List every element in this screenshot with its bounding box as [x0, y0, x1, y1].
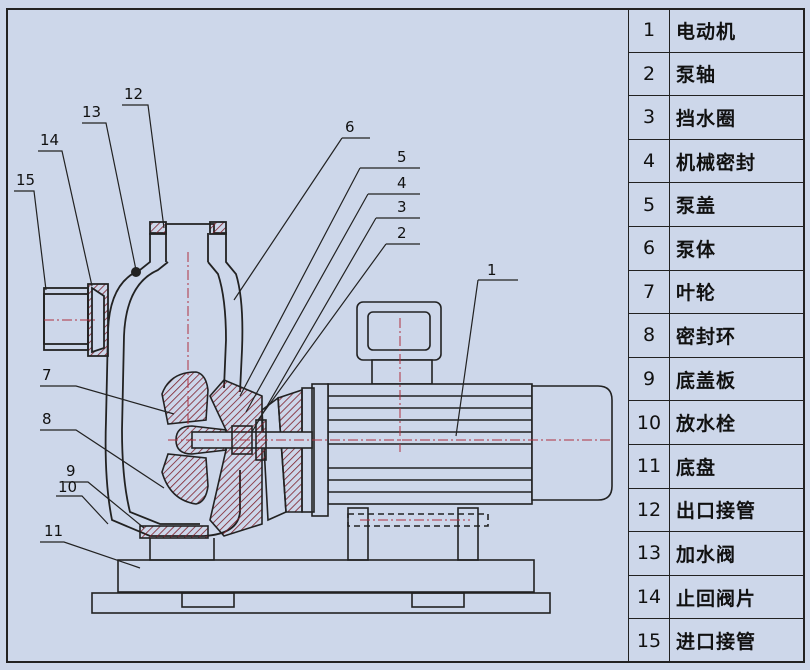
legend-part-name: 加水阀 [669, 531, 805, 576]
legend-number: 9 [628, 356, 670, 402]
legend-number: 5 [628, 182, 670, 227]
motor [301, 301, 613, 561]
base-plate [91, 559, 551, 614]
callout-9: 9 [66, 462, 76, 480]
legend-part-name: 密封环 [669, 313, 805, 358]
inlet-pipe [43, 283, 109, 357]
callout-1: 1 [487, 261, 497, 279]
legend-number: 15 [628, 618, 670, 663]
legend-number: 13 [628, 531, 670, 576]
legend-number: 7 [628, 269, 670, 315]
leader-lines [14, 104, 518, 569]
bottom-plate [139, 525, 215, 561]
callout-14: 14 [40, 131, 60, 149]
legend-number: 10 [628, 400, 670, 445]
pump-cover [209, 379, 263, 537]
centerlines [44, 252, 610, 521]
legend-part-name: 挡水圈 [669, 95, 805, 140]
legend-number: 11 [628, 443, 670, 489]
legend-number: 2 [628, 51, 670, 97]
legend-part-name: 进口接管 [669, 618, 805, 663]
legend-part-name: 泵盖 [669, 182, 805, 227]
legend-number: 1 [628, 8, 670, 53]
legend-part-name: 电动机 [669, 8, 805, 53]
legend-part-name: 底盖板 [669, 356, 805, 402]
legend-part-name: 止回阀片 [669, 574, 805, 620]
callout-5: 5 [397, 148, 407, 166]
legend-part-name: 出口接管 [669, 487, 805, 533]
legend-number: 4 [628, 138, 670, 184]
legend-part-name: 底盘 [669, 443, 805, 489]
callout-8: 8 [42, 410, 52, 428]
callout-2: 2 [397, 224, 407, 242]
callout-3: 3 [397, 198, 407, 216]
callout-6: 6 [345, 118, 355, 136]
legend-part-name: 叶轮 [669, 269, 805, 315]
bracket [261, 388, 303, 522]
legend-part-name: 机械密封 [669, 138, 805, 184]
callout-15: 15 [16, 171, 36, 189]
callout-13: 13 [82, 103, 102, 121]
legend-number: 6 [628, 225, 670, 271]
callout-7: 7 [42, 366, 52, 384]
callout-11: 11 [44, 522, 64, 540]
legend-number: 8 [628, 313, 670, 358]
filling-valve [131, 267, 141, 277]
callout-12: 12 [124, 85, 144, 103]
legend-part-name: 泵轴 [669, 51, 805, 97]
callout-10: 10 [58, 478, 78, 496]
legend-part-name: 放水栓 [669, 400, 805, 445]
legend-number: 12 [628, 487, 670, 533]
legend-number: 3 [628, 95, 670, 140]
legend-number: 14 [628, 574, 670, 620]
callout-4: 4 [397, 174, 407, 192]
legend-part-name: 泵体 [669, 225, 805, 271]
pump-cross-section-drawing [14, 104, 613, 614]
